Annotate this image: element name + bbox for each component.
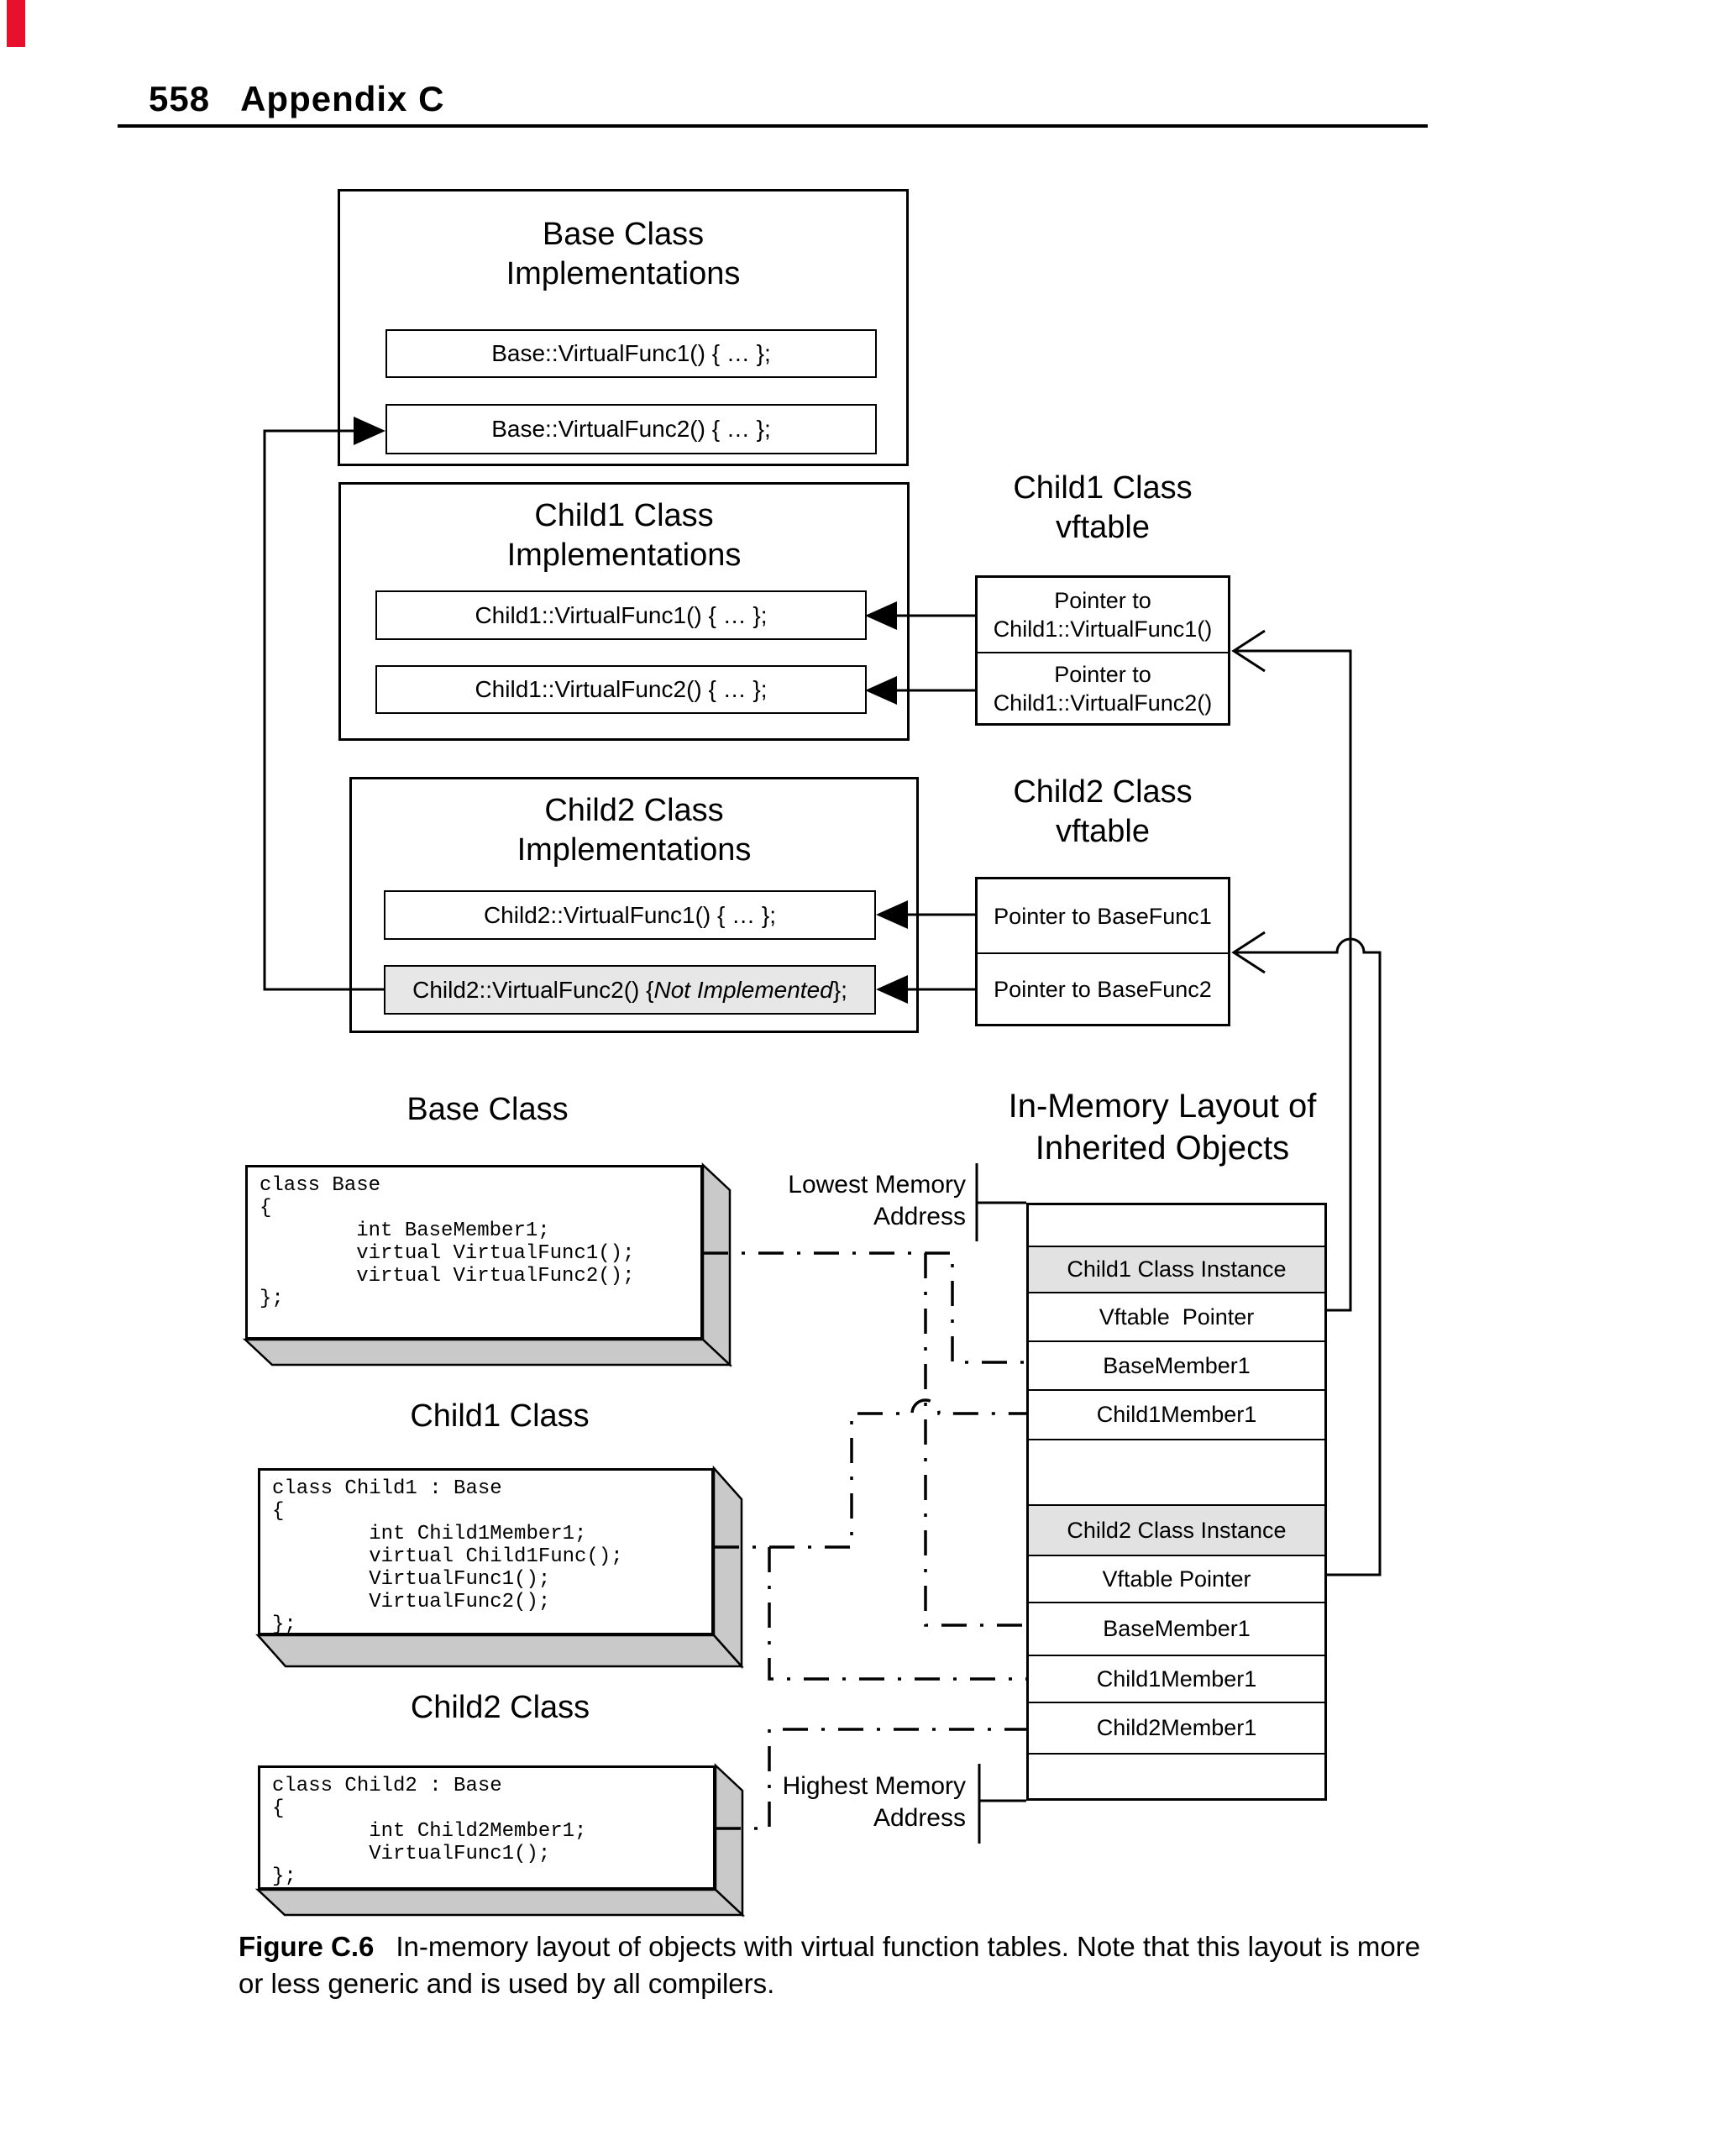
page-header: 558 Appendix C [149,79,444,119]
memory-row-child1-instance: Child1 Class Instance [1029,1246,1324,1292]
child2-virtualfunc2-prefix: Child2::VirtualFunc2() { [412,976,654,1003]
memory-row-child2-instance: Child2 Class Instance [1029,1504,1324,1555]
child2-virtualfunc1-box: Child2::VirtualFunc1() { … }; [384,890,876,940]
memory-row-child2member1: Child2Member1 [1029,1702,1324,1753]
memory-row-child1member1-b: Child1Member1 [1029,1655,1324,1702]
child2-virtualfunc2-suffix: }; [832,976,847,1003]
arrowhead-base-func2 [354,417,385,445]
memory-row-basemember1-a: BaseMember1 [1029,1340,1324,1389]
arrowhead-child1-func2 [865,676,897,705]
child2-virtualfunc2-box: Child2::VirtualFunc2() { Not Implemented… [384,965,876,1015]
memory-layout-table: Child1 Class Instance Vftable Pointer Ba… [1026,1203,1327,1801]
arrowhead-child1-vftable [1231,629,1266,673]
base-virtualfunc1-box: Base::VirtualFunc1() { … }; [385,329,877,378]
child1-implementations-title: Child1 Class Implementations [506,498,742,573]
arrowhead-child2-vftable [1231,931,1266,974]
child2-vftable-slot2: Pointer to BaseFunc2 [978,952,1228,1024]
arrowhead-child2-func2 [876,975,908,1004]
memory-layout-title: In-Memory Layout of Inherited Objects [1008,1088,1317,1167]
lowest-address-bracket [975,1163,1026,1241]
base-implementations-title: Base Class Implementations [506,217,741,291]
figure-caption-label: Figure C.6 [239,1931,375,1962]
child2-class-code-box: class Child2 : Base { int Child2Member1;… [258,1765,716,1890]
lowest-memory-address-label: Lowest Memory Address [788,1171,966,1230]
arrow-child2func2-to-base-line [263,429,384,991]
child1-class-code-box: class Child1 : Base { int Child1Member1;… [258,1468,714,1636]
base-class-title: Base Class [406,1092,569,1127]
child2-implementations-title: Child2 Class Implementations [517,793,752,868]
child1-class-code: class Child1 : Base { int Child1Member1;… [272,1477,623,1636]
page-number: 558 [149,79,211,118]
memory-row-basemember1-b: BaseMember1 [1029,1602,1324,1655]
highest-address-bracket [978,1764,1026,1844]
child1-vftable-slot2: Pointer to Child1::VirtualFunc2() [978,652,1228,723]
figure-caption-text: In-memory layout of objects with virtual… [239,1931,1421,1999]
page-edge-marker [7,0,25,47]
child1-vftable-box: Pointer to Child1::VirtualFunc1() Pointe… [975,575,1230,726]
child2-class-code: class Child2 : Base { int Child2Member1;… [272,1775,587,1888]
link-child1-to-child1member1-c1 [714,1398,1026,1549]
child1-class-box-bottom [255,1634,744,1668]
child2-vftable-slot1: Pointer to BaseFunc1 [994,903,1212,929]
link-base-to-basemember1-c1 [703,1251,1026,1364]
child2-class-box-bottom [254,1888,746,1917]
arrow-child2-vfptr-line [1235,937,1382,1576]
arrow-child1-vfptr-line [1235,649,1352,1312]
link-child2-to-child2member1 [716,1728,1026,1830]
child2-class-title: Child2 Class [410,1690,590,1725]
link-child1-to-child1member1-c2 [768,1547,1026,1681]
memory-row-child1member1-a: Child1Member1 [1029,1389,1324,1439]
arrowhead-child1-func1 [865,601,897,630]
base-class-code-box: class Base { int BaseMember1; virtual Vi… [245,1165,703,1340]
memory-row-vftable-pointer1: Vftable Pointer [1029,1292,1324,1340]
memory-row-empty-bottom [1029,1753,1324,1798]
child1-vftable-slot1: Pointer to Child1::VirtualFunc1() [993,588,1213,642]
child1-virtualfunc1-box: Child1::VirtualFunc1() { … }; [375,590,867,640]
not-implemented-label: Not Implemented [653,976,833,1003]
child2-vftable-title: Child2 Class vftable [1013,774,1193,849]
header-rule [118,124,1428,128]
link-base-to-basemember1-c2 [924,1253,1026,1627]
memory-row-vftable-pointer2: Vftable Pointer [1029,1555,1324,1602]
child1-vftable-title: Child1 Class vftable [1013,470,1193,545]
child1-class-title: Child1 Class [410,1398,590,1434]
base-class-code: class Base { int BaseMember1; virtual Vi… [260,1174,635,1310]
memory-row-empty-middle [1029,1439,1324,1504]
base-virtualfunc2-box: Base::VirtualFunc2() { … }; [385,404,877,454]
appendix-title: Appendix C [240,79,445,118]
base-class-box-bottom [242,1338,733,1367]
arrowhead-child2-func1 [876,900,908,929]
child1-virtualfunc2-box: Child1::VirtualFunc2() { … }; [375,665,867,714]
highest-memory-address-label: Highest Memory Address [782,1772,966,1832]
child2-vftable-box: Pointer to BaseFunc1 Pointer to BaseFunc… [975,877,1230,1026]
